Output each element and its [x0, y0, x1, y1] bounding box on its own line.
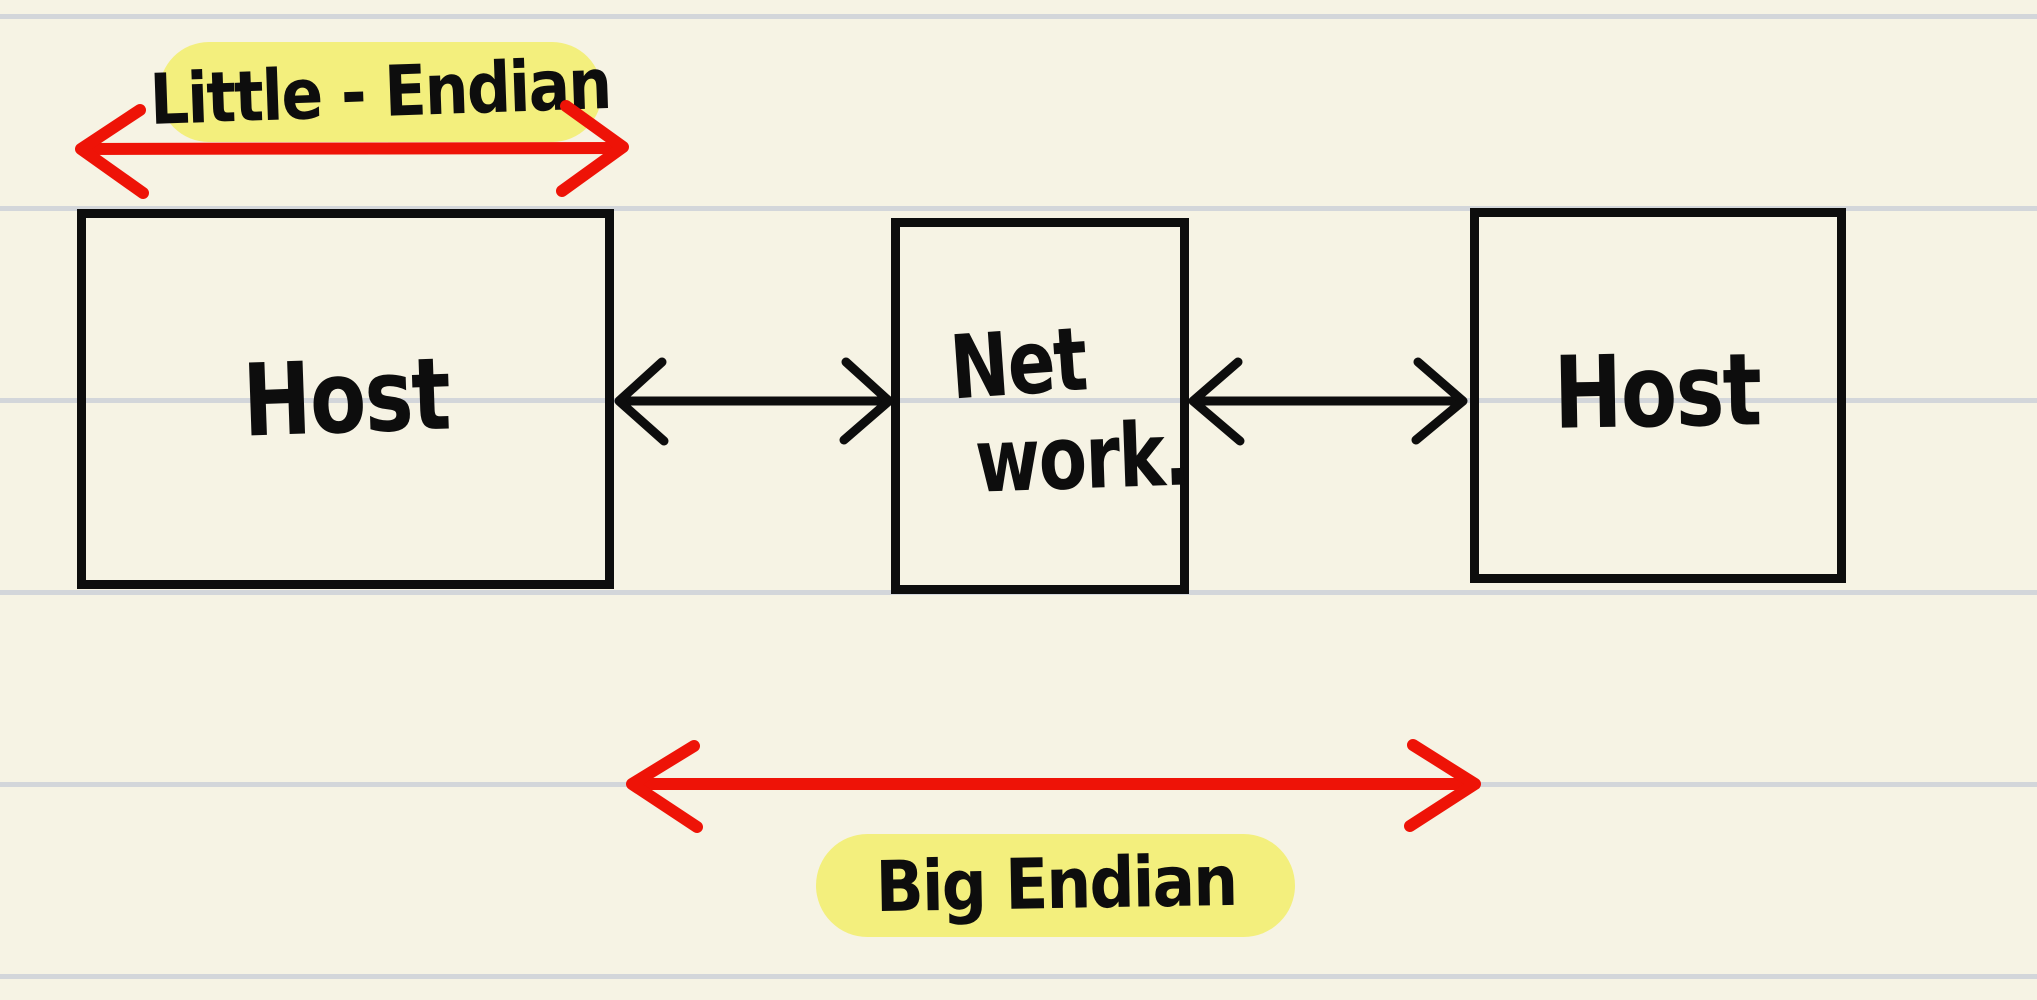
ruled-line [0, 206, 2037, 211]
big-endian-highlight [816, 834, 1295, 937]
ruled-line [0, 398, 2037, 403]
little-endian-highlight [159, 42, 602, 142]
host-right-box [1470, 208, 1846, 583]
host-left-box [77, 209, 614, 589]
red-double-arrow-big-endian [626, 739, 1481, 833]
ruled-line [0, 14, 2037, 19]
double-arrow-host-left-network [614, 357, 894, 446]
network-box [891, 218, 1189, 594]
double-arrow-network-host-right [1188, 357, 1468, 446]
ruled-line [0, 974, 2037, 979]
red-double-arrow-little-endian [75, 100, 629, 199]
